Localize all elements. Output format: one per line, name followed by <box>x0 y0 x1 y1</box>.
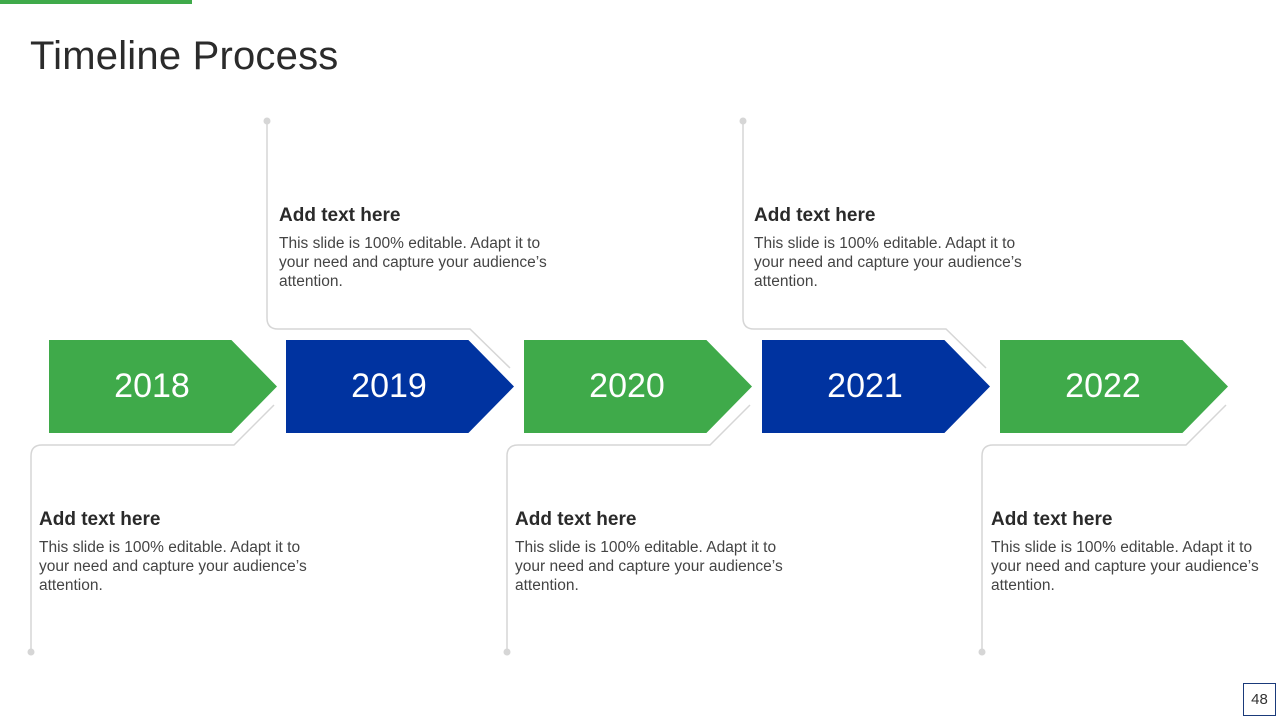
connector-2018 <box>30 404 275 652</box>
milestone-heading: Add text here <box>991 509 1113 530</box>
timeline-arrow-2019 <box>286 340 514 433</box>
connector-2021 <box>742 121 987 369</box>
milestone-text-2021: Add text here This slide is 100% editabl… <box>754 205 1024 291</box>
connector-dot-2019 <box>263 117 271 125</box>
connector-2022 <box>981 404 1227 652</box>
milestone-text-2022: Add text here This slide is 100% editabl… <box>991 509 1261 595</box>
year-label-2018: 2018 <box>114 367 190 405</box>
milestone-body: This slide is 100% editable. Adapt it to… <box>279 235 547 290</box>
timeline-arrow-2021 <box>762 340 990 433</box>
year-label-2019: 2019 <box>351 367 427 405</box>
connector-2020 <box>506 404 751 652</box>
milestone-heading: Add text here <box>754 205 876 226</box>
milestone-body: This slide is 100% editable. Adapt it to… <box>754 235 1022 290</box>
milestone-text-2020: Add text here This slide is 100% editabl… <box>515 509 785 595</box>
year-label-2020: 2020 <box>589 367 665 405</box>
milestone-body: This slide is 100% editable. Adapt it to… <box>515 539 783 594</box>
connector-dot-2022 <box>978 648 986 656</box>
connector-2019 <box>266 121 511 369</box>
connector-dot-2018 <box>27 648 35 656</box>
milestone-text-2018: Add text here This slide is 100% editabl… <box>39 509 309 595</box>
slide-title: Timeline Process <box>30 34 339 78</box>
connector-dot-2021 <box>739 117 747 125</box>
timeline-arrow-2022 <box>1000 340 1228 433</box>
milestone-heading: Add text here <box>279 205 401 226</box>
page-number: 48 <box>1243 683 1276 716</box>
milestone-heading: Add text here <box>515 509 637 530</box>
top-accent-bar <box>0 0 192 4</box>
year-label-2022: 2022 <box>1065 367 1141 405</box>
milestone-body: This slide is 100% editable. Adapt it to… <box>991 539 1259 594</box>
timeline-arrow-2018 <box>49 340 277 433</box>
year-label-2021: 2021 <box>827 367 903 405</box>
milestone-body: This slide is 100% editable. Adapt it to… <box>39 539 307 594</box>
milestone-text-2019: Add text here This slide is 100% editabl… <box>279 205 549 291</box>
connector-dot-2020 <box>503 648 511 656</box>
timeline-arrow-2020 <box>524 340 752 433</box>
milestone-heading: Add text here <box>39 509 161 530</box>
